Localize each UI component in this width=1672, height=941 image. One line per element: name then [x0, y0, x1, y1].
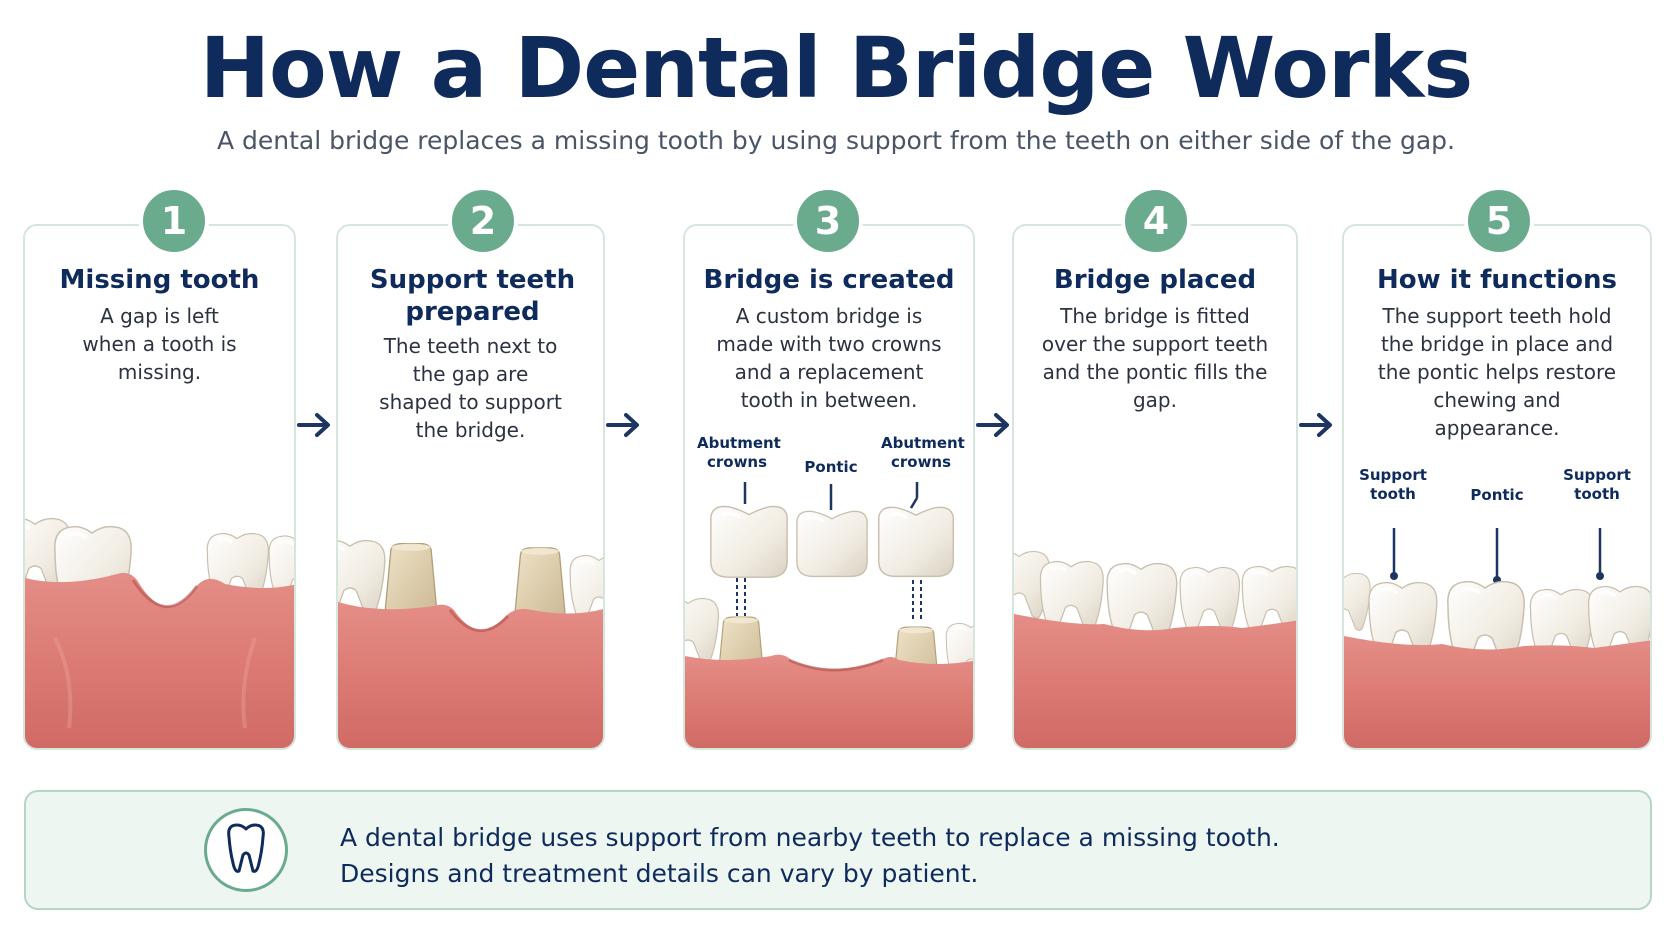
step-3-title: Bridge is created — [703, 265, 955, 295]
step-3-label-abutment-left: Abutment crowns — [697, 434, 781, 471]
footer-line-1: A dental bridge uses support from nearby… — [340, 823, 1280, 852]
step-5-badge: 5 — [1464, 186, 1534, 256]
step-5-description: The support teeth hold the bridge in pla… — [1377, 304, 1617, 440]
step-4-card: Bridge placed The bridge is fitted over … — [1012, 224, 1298, 750]
step-2-card: Support teeth prepared The teeth next to… — [336, 224, 605, 750]
arrow-icon — [297, 413, 330, 437]
footer-text: A dental bridge uses support from nearby… — [340, 820, 1280, 892]
step-4-description: The bridge is fitted over the support te… — [1041, 304, 1269, 412]
step-5-label-support-left: Support tooth — [1359, 466, 1427, 503]
step-3-card: Bridge is created A custom bridge is mad… — [683, 224, 975, 750]
footer-line-2: Designs and treatment details can vary b… — [340, 859, 979, 888]
step-4-badge: 4 — [1121, 186, 1191, 256]
step-3-label-pontic: Pontic — [804, 458, 858, 476]
page-subtitle: A dental bridge replaces a missing tooth… — [216, 126, 1455, 155]
step-3-badge: 3 — [793, 186, 863, 256]
footer-note: A dental bridge uses support from nearby… — [24, 790, 1652, 910]
missing-tooth-illustration — [25, 516, 294, 748]
step-1-title: Missing tooth — [59, 265, 260, 295]
step-4-title: Bridge placed — [1053, 265, 1257, 295]
step-5-label-pontic: Pontic — [1470, 486, 1524, 504]
arrow-icon — [606, 413, 639, 437]
step-3-description: A custom bridge is made with two crowns … — [716, 304, 942, 412]
step-5-label-support-right: Support tooth — [1563, 466, 1631, 503]
arrow-icon — [1299, 413, 1332, 437]
bridge-created-illustration — [685, 482, 973, 748]
step-2-badge: 2 — [448, 186, 518, 256]
step-2-title: Support teeth prepared — [369, 265, 576, 327]
step-5-card: How it functions The support teeth hold … — [1342, 224, 1652, 750]
page-title: How a Dental Bridge Works — [199, 19, 1474, 117]
step-2-description: The teeth next to the gap are shaped to … — [379, 334, 562, 442]
step-1-description: A gap is left when a tooth is missing. — [82, 304, 237, 384]
step-1-badge: 1 — [139, 186, 209, 256]
bridge-placed-illustration — [1014, 549, 1296, 748]
step-3-label-abutment-right: Abutment crowns — [881, 434, 965, 471]
bridge-function-illustration — [1344, 528, 1650, 748]
arrow-icon — [976, 413, 1009, 437]
prepared-teeth-illustration — [338, 538, 603, 748]
step-5-title: How it functions — [1376, 265, 1618, 295]
tooth-icon — [204, 808, 288, 892]
step-1-card: Missing tooth A gap is left when a tooth… — [23, 224, 296, 750]
